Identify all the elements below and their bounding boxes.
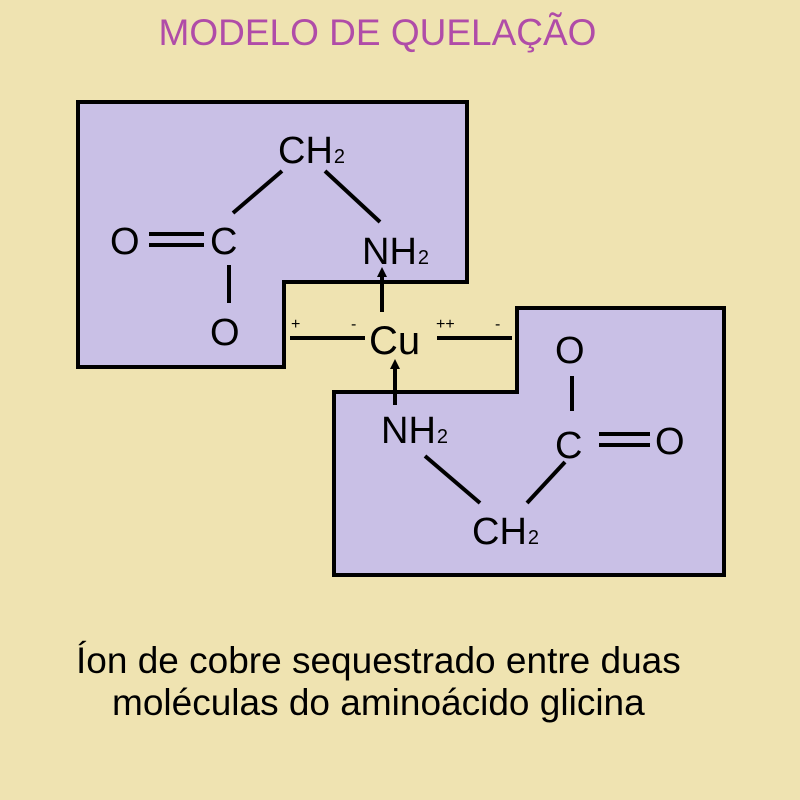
top-c-label: C: [210, 221, 237, 263]
bottom-o-double-label: O: [655, 421, 685, 463]
bottom-o-single-label: O: [555, 330, 585, 372]
copper-ion-label: Cu: [369, 319, 420, 363]
bottom-ch2-label: CH2: [472, 511, 539, 553]
bottom-molecule-box: [332, 306, 726, 577]
charge-left-plus: +: [291, 316, 300, 333]
caption-line-1: Íon de cobre sequestrado entre duas: [76, 640, 681, 681]
top-ch2-label: CH2: [278, 130, 345, 172]
charge-left-minus: -: [351, 316, 356, 333]
caption: Íon de cobre sequestrado entre duas molé…: [0, 640, 800, 724]
page-title: MODELO DE QUELAÇÃO: [158, 12, 597, 53]
charge-right-minus: -: [495, 316, 500, 333]
top-bond-ch2-nh2: [323, 169, 382, 224]
caption-line-2: moléculas do aminoácido glicina: [112, 682, 645, 723]
top-o-double-label: O: [110, 221, 140, 263]
bottom-bond-nh2-ch2: [423, 454, 482, 505]
charge-copper-plus: ++: [436, 316, 455, 333]
bottom-c-label: C: [555, 425, 582, 467]
bottom-bond-ch2-c: [525, 460, 567, 505]
top-bond-c-ch2: [231, 169, 284, 215]
top-molecule-box: [76, 100, 469, 369]
bottom-nh2-label: NH2: [381, 410, 448, 452]
top-nh2-label: NH2: [362, 231, 429, 273]
top-o-single-label: O: [210, 312, 240, 354]
